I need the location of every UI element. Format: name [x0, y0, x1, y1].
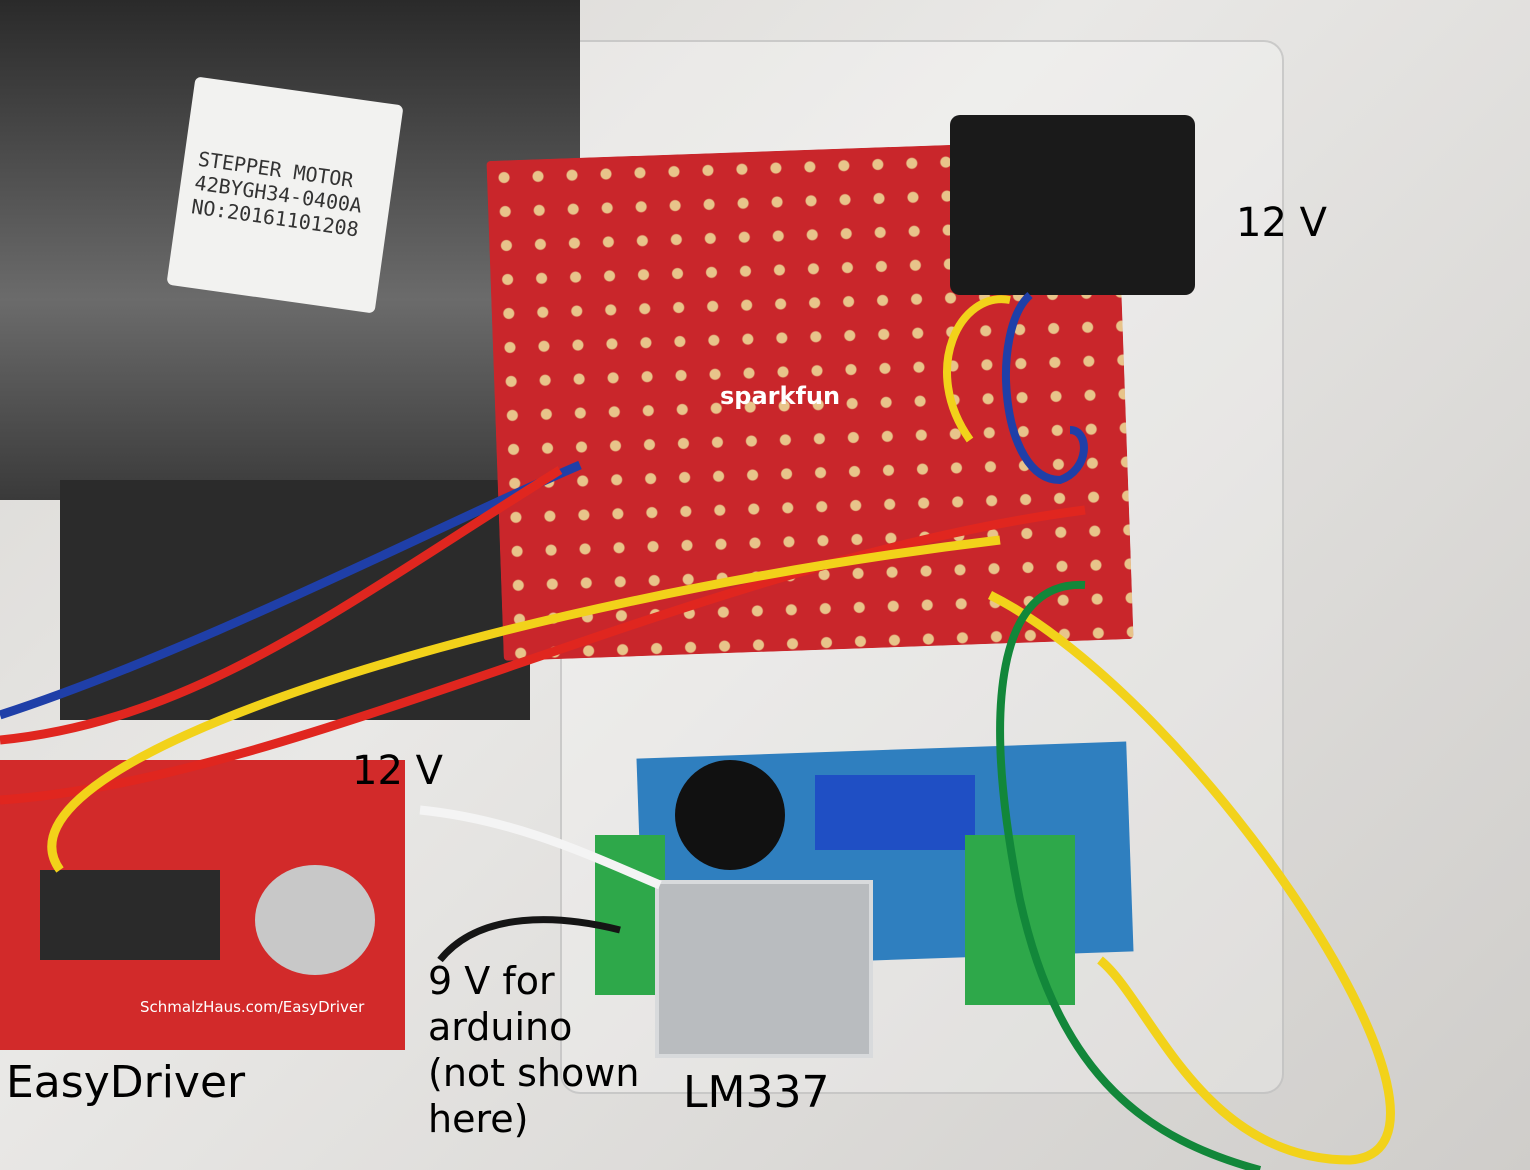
driver-chip: [40, 870, 220, 960]
red-wire: [0, 505, 1086, 805]
driver-capacitor: [255, 865, 375, 975]
red-wire: [0, 466, 563, 745]
electrolytic-capacitor: [675, 760, 785, 870]
heatsink: [655, 880, 873, 1058]
yellow-wire: [47, 535, 1001, 873]
trim-potentiometer: [815, 775, 975, 850]
arduino-note-line: arduino: [428, 1005, 573, 1049]
driver-voltage-label: 12 V: [352, 748, 443, 794]
green-wire: [996, 580, 1262, 1170]
terminal-block-right: [965, 835, 1075, 1005]
yellow-wire: [987, 590, 1395, 1165]
sparkfun-logo-text: sparkfun: [720, 382, 841, 410]
jack-voltage-label: 12 V: [1236, 200, 1327, 246]
arduino-note-line: 9 V for: [428, 959, 555, 1003]
blue-wire: [0, 460, 582, 720]
dc-power-jack: [950, 115, 1195, 295]
arduino-note-label: 9 V for arduino (not shown here): [428, 958, 639, 1142]
arduino-note-line: (not shown: [428, 1051, 640, 1095]
easydriver-label: EasyDriver: [6, 1057, 246, 1108]
arduino-note-line: here): [428, 1097, 529, 1141]
black-wire: [437, 916, 621, 963]
easydriver-silkscreen: SchmalzHaus.com/EasyDriver: [140, 998, 365, 1016]
yellow-wire: [943, 295, 1011, 443]
white-wire: [419, 805, 662, 890]
blue-wire: [1002, 291, 1088, 485]
lm337-label: LM337: [683, 1067, 830, 1118]
